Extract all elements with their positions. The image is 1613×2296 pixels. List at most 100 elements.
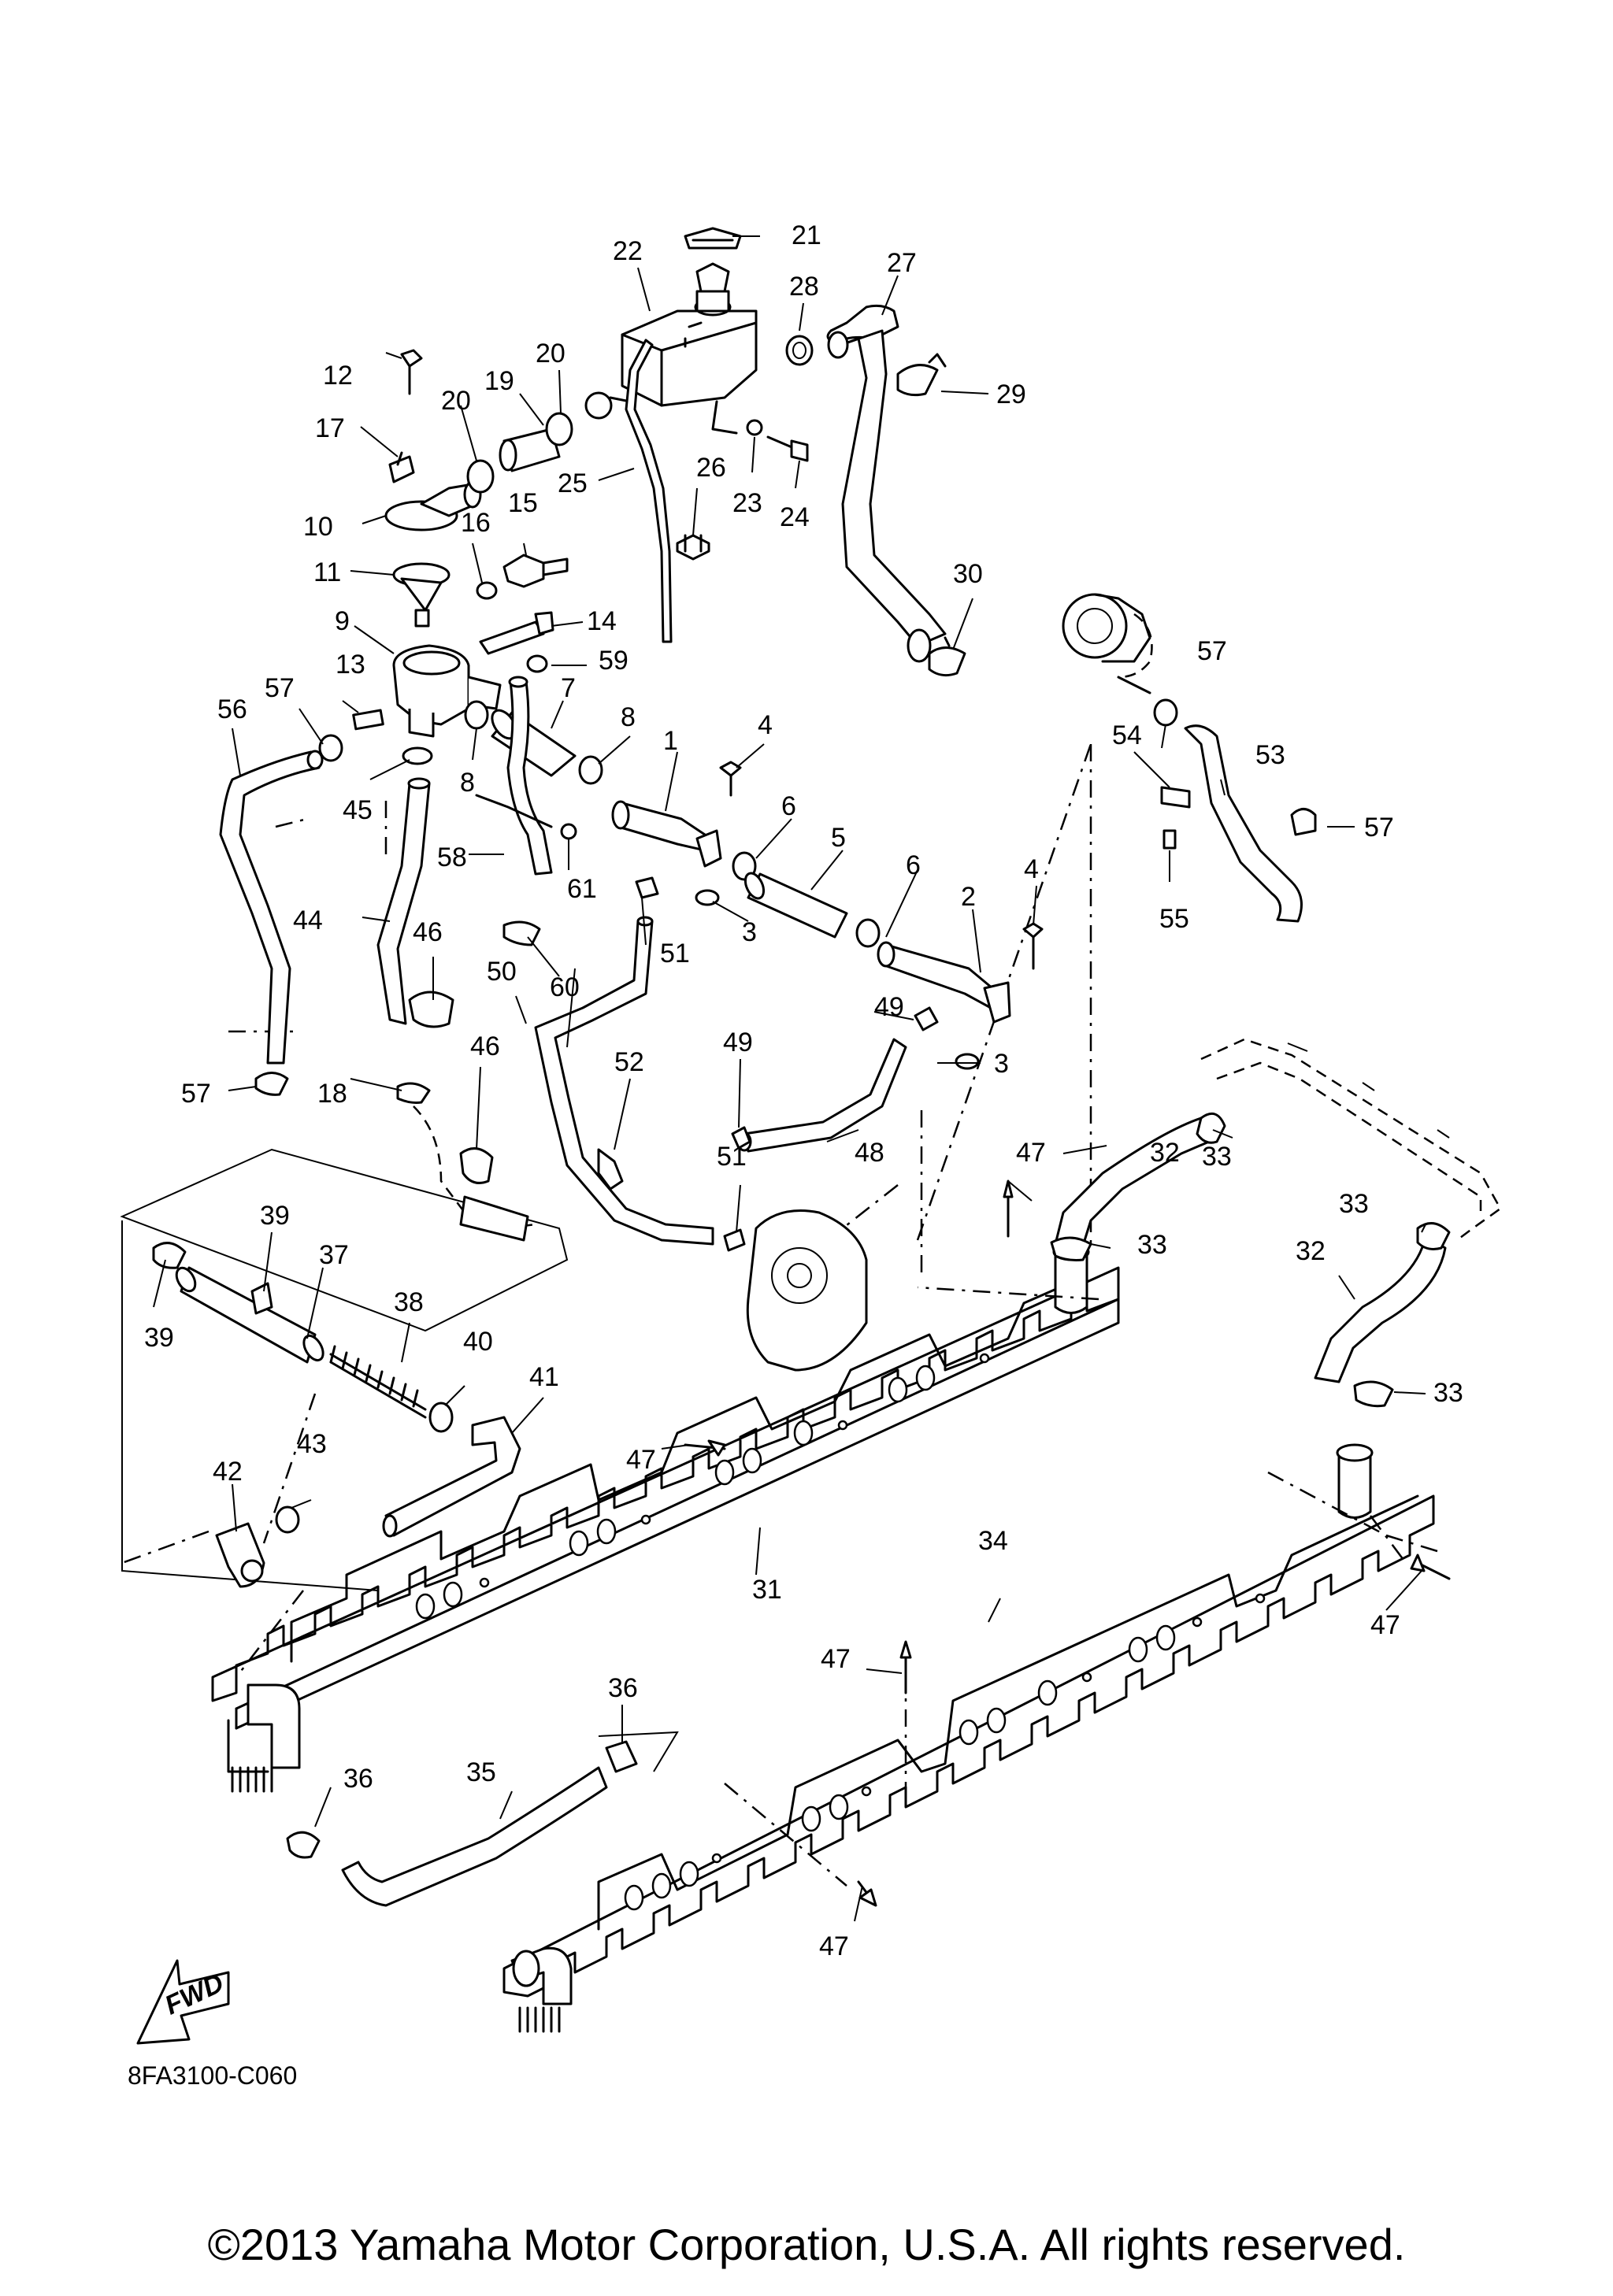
callout-7: 7 bbox=[561, 673, 576, 703]
clamp-57-upper-right bbox=[1153, 698, 1178, 727]
clamp-45 bbox=[402, 746, 433, 765]
joint-1 bbox=[611, 800, 722, 868]
clamp-33-upper bbox=[1196, 1112, 1226, 1144]
hose-44 bbox=[376, 777, 431, 1025]
callout-49-a: 49 bbox=[874, 992, 904, 1022]
callout-47-e: 47 bbox=[819, 1931, 849, 1961]
clamp-33-upper2 bbox=[1050, 1236, 1092, 1261]
coolant-tank bbox=[584, 262, 758, 435]
heat-exchanger-left bbox=[211, 1242, 1120, 1793]
callout-52: 52 bbox=[614, 1047, 644, 1077]
callout-28: 28 bbox=[789, 272, 819, 302]
rivet-47-e bbox=[857, 1880, 877, 1907]
callout-59: 59 bbox=[599, 646, 629, 676]
callout-56: 56 bbox=[217, 694, 247, 724]
callout-2: 2 bbox=[961, 882, 976, 912]
thermostat-cover-10 bbox=[384, 480, 482, 531]
leader-lines bbox=[153, 235, 1426, 1922]
heat-exchanger-right bbox=[502, 1443, 1435, 2033]
callout-22: 22 bbox=[613, 236, 643, 266]
clamp-29 bbox=[896, 353, 947, 397]
callout-33-b: 33 bbox=[1137, 1230, 1167, 1260]
callout-14: 14 bbox=[587, 606, 617, 636]
callout-48: 48 bbox=[855, 1138, 884, 1168]
callout-18: 18 bbox=[317, 1079, 347, 1109]
callout-36-b: 36 bbox=[608, 1673, 638, 1703]
hose-58 bbox=[506, 676, 553, 876]
clamp-51-upper bbox=[635, 876, 659, 899]
fitting-59 bbox=[526, 654, 548, 673]
bracket-54 bbox=[1160, 786, 1191, 809]
clamp-8-right bbox=[578, 755, 603, 785]
callout-9: 9 bbox=[335, 606, 350, 636]
hose-32-lower bbox=[1314, 1235, 1447, 1383]
clamp-28 bbox=[785, 335, 814, 366]
hose-48 bbox=[736, 1038, 907, 1153]
clamp-40 bbox=[428, 1402, 454, 1433]
hose-37 bbox=[175, 1266, 324, 1364]
callout-24: 24 bbox=[780, 502, 810, 532]
callout-47-d: 47 bbox=[1370, 1610, 1400, 1640]
clamp-36-right bbox=[605, 1740, 638, 1773]
gasket-16 bbox=[476, 581, 498, 600]
hose-41 bbox=[382, 1416, 521, 1538]
clamp-49-lower bbox=[731, 1126, 751, 1150]
clamp-57-left bbox=[318, 734, 343, 762]
rivet-47-c bbox=[899, 1640, 912, 1694]
callout-44: 44 bbox=[293, 905, 323, 935]
callout-27: 27 bbox=[887, 248, 917, 278]
hose-35 bbox=[341, 1766, 608, 1907]
callout-51-b: 51 bbox=[717, 1142, 747, 1172]
hose-32-upper bbox=[1054, 1117, 1211, 1247]
callout-20-right: 20 bbox=[536, 339, 565, 368]
heat-exchanger-right-fins bbox=[518, 2006, 561, 2033]
hose-56 bbox=[219, 750, 324, 1065]
callout-30: 30 bbox=[953, 559, 983, 589]
callout-57-d: 57 bbox=[1364, 813, 1394, 842]
hose-5 bbox=[743, 872, 848, 939]
callout-40: 40 bbox=[463, 1327, 493, 1357]
callout-5: 5 bbox=[831, 823, 846, 853]
callout-37: 37 bbox=[319, 1240, 349, 1270]
callout-15: 15 bbox=[508, 488, 538, 518]
callout-51-a: 51 bbox=[660, 939, 690, 968]
clamp-46-lower bbox=[459, 1147, 494, 1184]
callout-16: 16 bbox=[461, 508, 491, 538]
callout-10: 10 bbox=[303, 512, 333, 542]
clamp-33-lower2 bbox=[1353, 1380, 1394, 1408]
callout-32-a: 32 bbox=[1150, 1138, 1180, 1168]
clip-61 bbox=[560, 823, 577, 840]
callout-47-a: 47 bbox=[1016, 1138, 1046, 1168]
bracket-52 bbox=[597, 1148, 624, 1191]
callout-25: 25 bbox=[558, 468, 588, 498]
callout-4-b: 4 bbox=[1024, 854, 1039, 884]
housing-9 bbox=[392, 644, 502, 738]
rivet-47-a bbox=[1003, 1179, 1014, 1238]
callout-41: 41 bbox=[529, 1362, 559, 1392]
hose-27 bbox=[826, 304, 947, 663]
copyright: ©2013 Yamaha Motor Corporation, U.S.A. A… bbox=[207, 2220, 1406, 2269]
callout-17: 17 bbox=[315, 413, 345, 443]
clamp-49-upper bbox=[914, 1006, 939, 1031]
callout-60: 60 bbox=[550, 972, 580, 1002]
hose-bypass-dashed bbox=[413, 1105, 536, 1230]
callout-4-a: 4 bbox=[758, 710, 773, 740]
callout-1: 1 bbox=[663, 726, 678, 756]
callout-39-a: 39 bbox=[260, 1201, 290, 1231]
callout-12: 12 bbox=[323, 361, 353, 391]
hose-kit-frame bbox=[120, 1148, 569, 1591]
callout-11: 11 bbox=[313, 557, 341, 587]
heat-exchanger-left-holes bbox=[415, 1353, 990, 1620]
callout-13: 13 bbox=[336, 650, 365, 680]
bolt-24 bbox=[746, 419, 809, 462]
callout-8-a: 8 bbox=[621, 702, 636, 732]
callout-20-left: 20 bbox=[441, 386, 471, 416]
callout-54: 54 bbox=[1112, 720, 1142, 750]
diagram-code: 8FA3100-C060 bbox=[128, 2061, 298, 2090]
callout-6-a: 6 bbox=[781, 791, 796, 821]
callout-34: 34 bbox=[978, 1526, 1008, 1556]
callout-57-c: 57 bbox=[1197, 636, 1227, 666]
callout-61: 61 bbox=[567, 874, 597, 904]
clamp-46-upper bbox=[408, 991, 454, 1028]
